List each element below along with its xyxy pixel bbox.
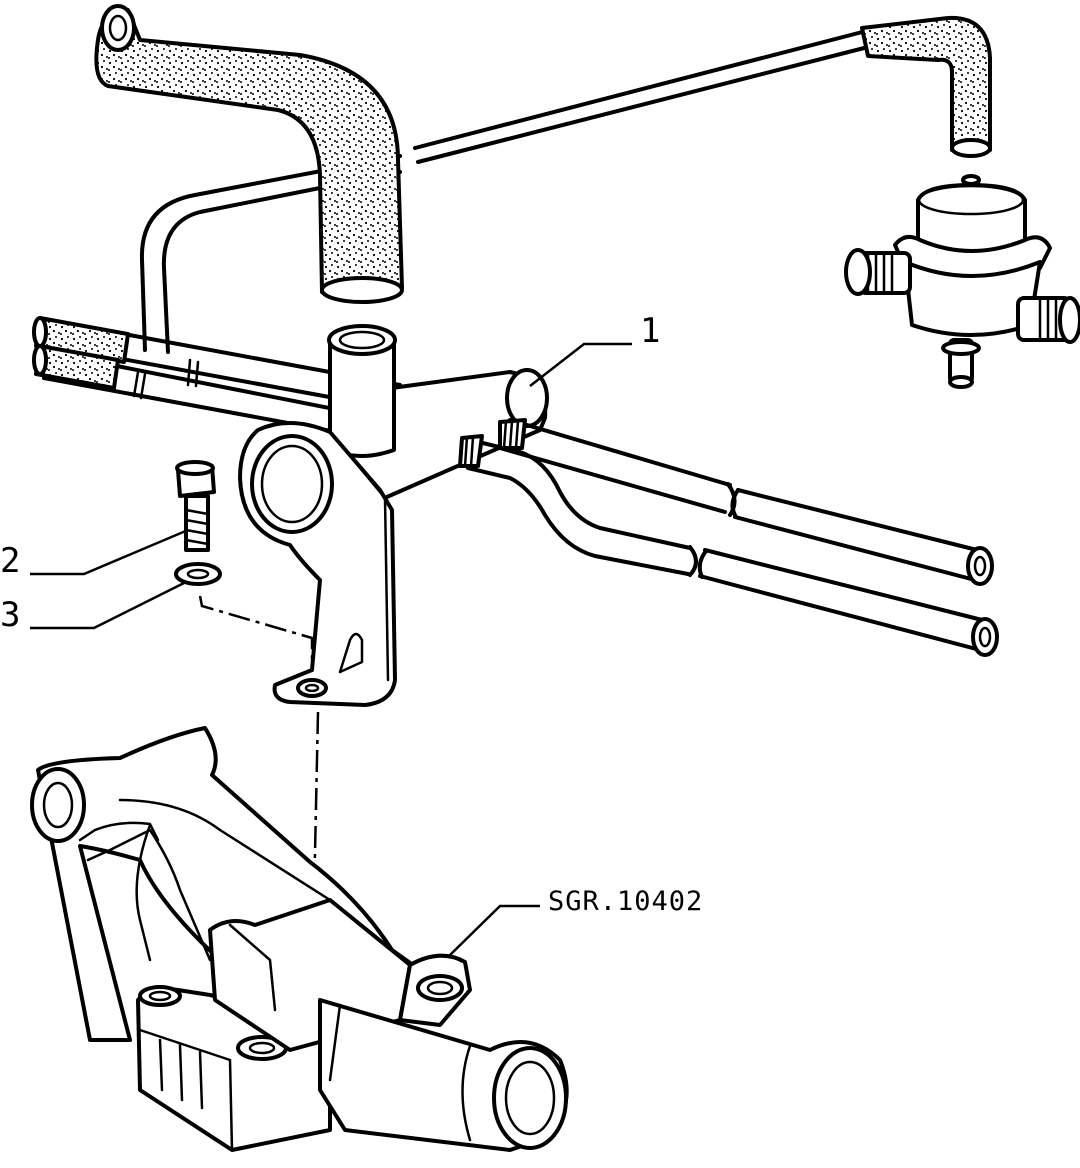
washer <box>174 562 222 586</box>
vacuum-line <box>139 28 874 354</box>
fuel-pipes-right <box>458 418 999 657</box>
drawing-code: SGR.10402 <box>548 886 703 917</box>
leader-code <box>449 904 540 956</box>
leader-2 <box>30 528 189 576</box>
callout-label-1: 1 <box>640 311 660 351</box>
fuel-rail-body <box>327 324 549 502</box>
fuel-pressure-regulator <box>844 174 1080 389</box>
mounting-bracket <box>238 420 397 707</box>
bolt <box>175 460 216 552</box>
leader-1 <box>529 342 632 387</box>
callout-label-3: 3 <box>0 595 20 635</box>
callout-leaders <box>30 342 632 956</box>
engine-housing <box>30 726 569 1152</box>
leader-3 <box>30 580 187 630</box>
callout-label-2: 2 <box>0 541 20 581</box>
large-elbow-hose <box>94 4 404 304</box>
small-elbow-hose <box>860 15 992 158</box>
